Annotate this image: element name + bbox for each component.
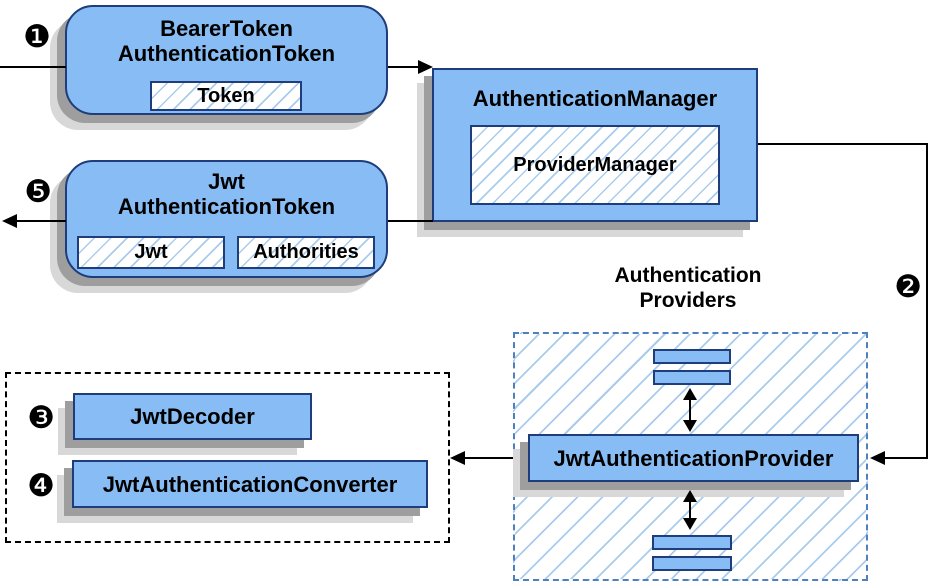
step-4-badge: ❹ xyxy=(27,468,55,504)
authentication-providers-label-line1: Authentication xyxy=(614,264,762,287)
provider-stack-top-arrow-down-icon xyxy=(683,420,697,432)
jwt-token-title-line1: Jwt xyxy=(208,169,245,194)
jwt-authentication-token-node: Jwt AuthenticationToken Jwt Authorities xyxy=(65,160,388,278)
jwt-authentication-provider-node: JwtAuthenticationProvider xyxy=(528,434,859,482)
authentication-manager-node: AuthenticationManager ProviderManager xyxy=(432,68,758,222)
authentication-manager-title: AuthenticationManager xyxy=(472,86,718,111)
provider-manager-slot: ProviderManager xyxy=(470,125,720,205)
step2-route-bottom-line xyxy=(884,457,928,459)
provider-stack-bar xyxy=(652,556,732,571)
step2-route-arrowhead-icon xyxy=(870,451,885,465)
step2-route-vertical-line xyxy=(926,143,928,459)
provider-stack-top-arrow-line xyxy=(689,398,691,422)
incoming-request-line xyxy=(0,66,66,68)
outgoing-response-line xyxy=(15,220,66,222)
bearer-token-authentication-token-node: BearerToken AuthenticationToken Token xyxy=(65,5,388,115)
jwt-authentication-converter-title: JwtAuthenticationConverter xyxy=(102,471,398,497)
jwt-token-title-line2: AuthenticationToken xyxy=(117,194,336,219)
outgoing-response-arrowhead-icon xyxy=(2,214,17,228)
step2-route-top-line xyxy=(758,143,928,145)
step-2-badge: ❷ xyxy=(894,269,922,305)
provider-stack-bottom-arrow-down-icon xyxy=(683,518,697,530)
provider-stack-bar xyxy=(652,535,732,550)
provider-stack-bottom-arrow-line xyxy=(689,500,691,520)
jwt-decoder-node: JwtDecoder xyxy=(73,393,312,440)
provider-stack-bar xyxy=(653,370,731,385)
token-slot: Token xyxy=(150,81,302,111)
bearer-to-manager-line xyxy=(388,66,419,68)
authorities-slot: Authorities xyxy=(237,236,375,269)
authentication-providers-label: Authentication Providers xyxy=(588,263,788,313)
jwt-authentication-converter-node: JwtAuthenticationConverter xyxy=(72,460,428,508)
provider-to-decoder-arrowhead-icon xyxy=(450,451,465,465)
authentication-providers-label-line2: Providers xyxy=(639,289,737,312)
step-1-badge: ❶ xyxy=(23,19,51,55)
jwt-slot: Jwt xyxy=(77,236,225,269)
provider-stack-bar xyxy=(653,349,731,364)
decoder-converter-group xyxy=(5,372,450,543)
jwt-decoder-title: JwtDecoder xyxy=(130,404,255,429)
jwt-authentication-provider-title: JwtAuthenticationProvider xyxy=(553,445,834,471)
provider-to-decoder-line xyxy=(463,457,513,459)
bearer-to-manager-arrowhead-icon xyxy=(418,60,433,74)
provider-stack-bottom-arrow-up-icon xyxy=(683,490,697,502)
bearer-token-title-line1: BearerToken xyxy=(160,16,293,41)
bearer-token-title-line2: AuthenticationToken xyxy=(117,41,336,66)
provider-stack-top-arrow-up-icon xyxy=(683,388,697,400)
manager-to-jwt-token-line xyxy=(388,220,433,222)
step-3-badge: ❸ xyxy=(27,400,55,436)
step-5-badge: ❺ xyxy=(24,174,52,210)
